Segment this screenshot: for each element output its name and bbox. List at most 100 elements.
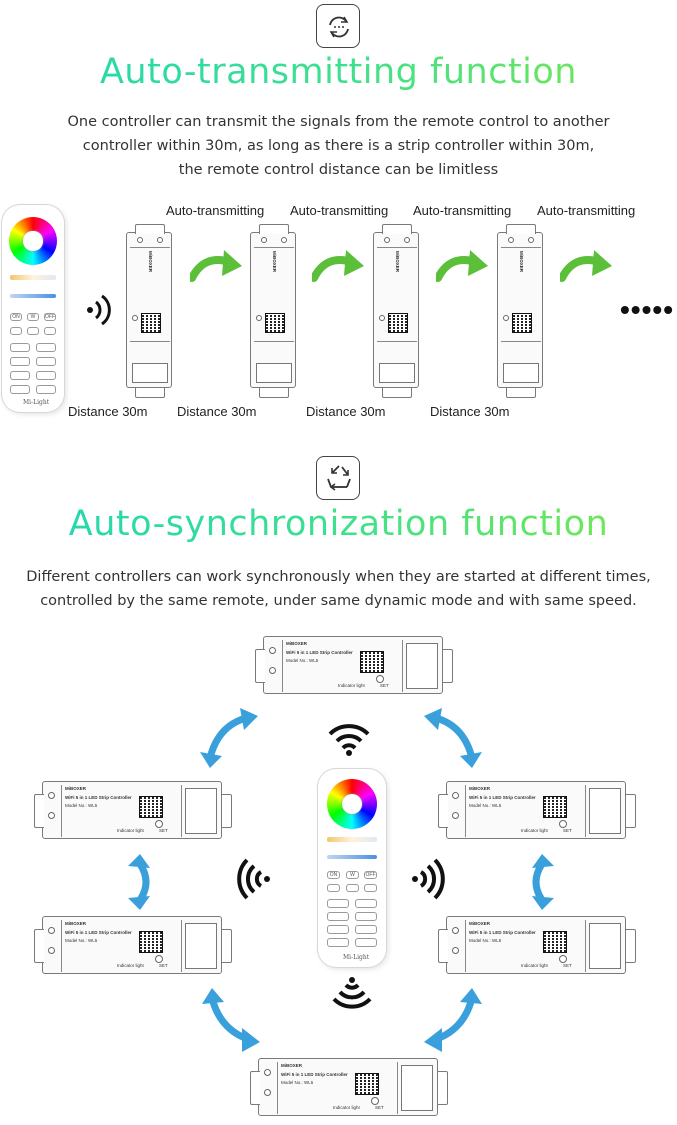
led-controller: MiBOXER WiFi 5 in 1 LED Strip Controller… bbox=[438, 781, 636, 839]
brightness-slider bbox=[10, 294, 56, 298]
divider bbox=[130, 247, 170, 248]
blue-arrow-icon bbox=[200, 708, 258, 768]
led-controller: MiBOXER bbox=[250, 224, 296, 398]
section1-desc-line: One controller can transmit the signals … bbox=[67, 114, 610, 130]
hole bbox=[157, 237, 163, 243]
color-wheel bbox=[327, 779, 377, 829]
section2-title: Auto-synchronization function bbox=[0, 504, 677, 544]
hole bbox=[404, 237, 410, 243]
remote-button bbox=[346, 884, 359, 892]
divider bbox=[585, 785, 586, 837]
wifi-left-icon bbox=[237, 858, 270, 900]
section1-desc-line: controller within 30m, as long as there … bbox=[82, 138, 595, 154]
terminal-block bbox=[589, 788, 621, 834]
color-wheel bbox=[9, 217, 57, 265]
divider bbox=[181, 920, 182, 972]
divider bbox=[130, 341, 170, 342]
set-button bbox=[155, 820, 163, 828]
zone-button bbox=[355, 899, 377, 908]
set-button bbox=[559, 955, 567, 963]
mount-tab bbox=[626, 929, 636, 963]
wifi-down-icon bbox=[332, 977, 372, 1009]
mount-tab bbox=[382, 224, 412, 234]
cycle-arrows-icon bbox=[316, 4, 360, 48]
green-arrow-icon bbox=[436, 250, 488, 282]
zone-button bbox=[10, 385, 30, 394]
zone-button bbox=[355, 938, 377, 947]
hole bbox=[48, 947, 55, 954]
distance-label: Distance 30m bbox=[177, 404, 257, 419]
led-controller: MiBOXER bbox=[497, 224, 543, 398]
indicator-label: Indicator light bbox=[333, 1105, 360, 1110]
qr-code bbox=[141, 313, 161, 333]
divider bbox=[465, 920, 466, 972]
mount-tab bbox=[259, 224, 289, 234]
mount-tab bbox=[222, 929, 232, 963]
wireless-signal-icon bbox=[87, 294, 111, 326]
controller-brand: MiBOXER bbox=[272, 251, 277, 273]
terminal-block bbox=[406, 643, 438, 689]
terminal-block bbox=[589, 923, 621, 969]
controller-model: Model No.: WL5 bbox=[286, 658, 319, 663]
terminal-block bbox=[401, 1065, 433, 1111]
controller-model: Model No.: WL5 bbox=[469, 803, 502, 808]
divider bbox=[397, 1062, 398, 1114]
zone-button bbox=[355, 925, 377, 934]
set-label: SET bbox=[375, 1105, 384, 1110]
controller-brand: MiBOXER bbox=[65, 921, 87, 926]
divider bbox=[465, 785, 466, 837]
transmit-label: Auto-transmitting bbox=[290, 203, 389, 218]
remote-button bbox=[27, 327, 39, 335]
led-controller: MiBOXER WiFi 5 in 1 LED Strip Controller… bbox=[250, 1058, 448, 1116]
zone-button bbox=[327, 925, 349, 934]
hole bbox=[48, 812, 55, 819]
terminal-block bbox=[185, 788, 217, 834]
qr-code bbox=[265, 313, 285, 333]
controller-brand: MiBOXER bbox=[469, 921, 491, 926]
remote-button bbox=[44, 327, 56, 335]
green-arrow-icon bbox=[190, 250, 242, 282]
w-button: W bbox=[27, 313, 39, 321]
zone-button bbox=[36, 371, 56, 380]
led-controller: MiBOXER WiFi 5 in 1 LED Strip Controller… bbox=[438, 916, 636, 974]
divider bbox=[377, 247, 417, 248]
set-label: SET bbox=[159, 828, 168, 833]
zone-button bbox=[327, 899, 349, 908]
controller-brand: MiBOXER bbox=[519, 251, 524, 273]
mount-tab bbox=[438, 929, 448, 963]
remote-control: ON W OFF Mi-Light bbox=[2, 205, 64, 412]
remote-control: ON W OFF Mi-Light bbox=[318, 769, 386, 967]
mount-tab bbox=[506, 388, 536, 398]
controller-model: Model No.: WL5 bbox=[65, 938, 98, 943]
zone-button bbox=[36, 385, 56, 394]
controller-brand: MiBOXER bbox=[286, 641, 308, 646]
terminal-block bbox=[379, 363, 415, 383]
controller-name: WiFi 5 in 1 LED Strip Controller bbox=[469, 795, 536, 800]
hole bbox=[452, 927, 459, 934]
indicator-label: Indicator light bbox=[521, 963, 548, 968]
terminal-block bbox=[256, 363, 292, 383]
divider bbox=[181, 785, 182, 837]
mount-tab bbox=[250, 1071, 260, 1105]
mount-tab bbox=[438, 1071, 448, 1105]
indicator-label: Indicator light bbox=[117, 963, 144, 968]
blue-arrow-icon bbox=[532, 854, 554, 910]
mount-tab bbox=[506, 224, 536, 234]
remote-button bbox=[364, 884, 377, 892]
zone-button bbox=[36, 357, 56, 366]
indicator-light bbox=[132, 315, 138, 321]
mount-tab bbox=[382, 388, 412, 398]
controller-name: WiFi 5 in 1 LED Strip Controller bbox=[65, 930, 132, 935]
qr-code bbox=[355, 1073, 379, 1095]
led-controller: MiBOXER bbox=[373, 224, 419, 398]
controller-name: WiFi 5 in 1 LED Strip Controller bbox=[65, 795, 132, 800]
white-slider bbox=[10, 275, 56, 280]
blue-arrow-icon bbox=[424, 988, 482, 1052]
divider bbox=[501, 247, 541, 248]
set-button bbox=[371, 1097, 379, 1105]
hole bbox=[261, 237, 267, 243]
controller-brand: MiBOXER bbox=[65, 786, 87, 791]
hole bbox=[269, 667, 276, 674]
distance-label: Distance 30m bbox=[68, 404, 148, 419]
divider bbox=[377, 341, 417, 342]
